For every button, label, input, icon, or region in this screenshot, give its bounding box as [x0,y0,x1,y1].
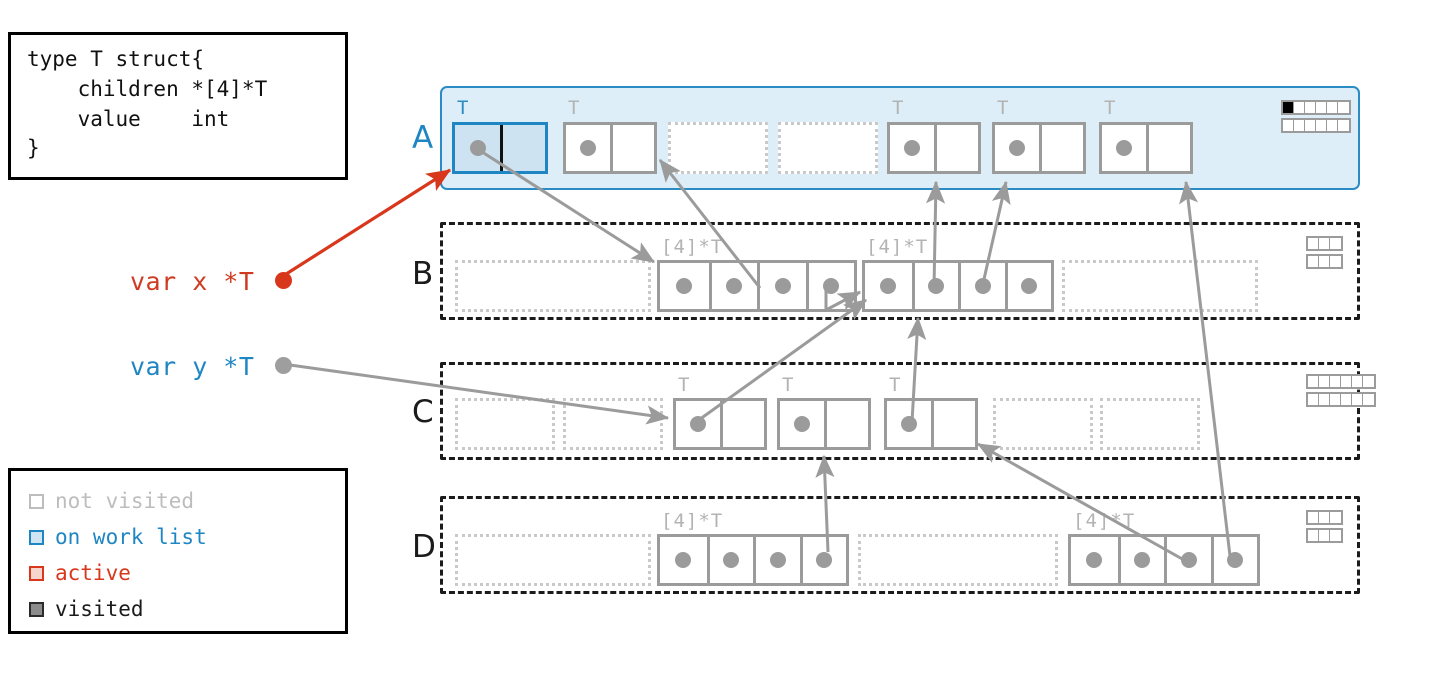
pointer-dot [901,416,917,432]
pointer-dot [794,416,810,432]
type-label-c-2: T [678,374,691,396]
variable-label-y: var y *T [130,352,255,381]
pointer-dot [675,552,692,568]
swatch-active-icon [29,565,44,581]
struct-definition-code: type T struct{ children *[4]*T value int… [27,47,268,161]
bitmap-grid-a-icon [1281,100,1351,133]
pointer-dot [1116,140,1132,156]
swatch-not-visited-icon [29,493,44,509]
legend-label-visited: visited [55,597,144,621]
legend-label-not-visited: not visited [55,489,195,513]
object-c-1-free [563,398,663,450]
pointer-dot [769,552,786,568]
variable-pointer-dot-x [275,272,292,289]
type-label-a-5: T [997,97,1010,119]
variable-pointer-dot-y [275,357,292,374]
pointer-dot [1021,278,1038,294]
type-label-a-1: T [568,97,581,119]
pointer-dot [880,278,897,294]
object-c-2[interactable] [673,398,767,450]
pointer-dot [823,278,840,294]
type-label-d-1: [4]*T [661,510,724,532]
legend-item-active: active [29,555,345,591]
object-b-0-free [455,260,651,312]
object-a-1[interactable] [563,122,657,174]
region-label-b: B [412,256,434,292]
pointer-dot [1227,552,1244,568]
object-c-5-free [993,398,1093,450]
swatch-on-work-list-icon [29,529,44,545]
memory-region-d [440,496,1360,594]
object-d-2-free [858,534,1058,586]
type-label-a-6: T [1104,97,1117,119]
type-label-b-1: [4]*T [661,236,724,258]
type-label-a-0: T [457,97,470,119]
type-label-c-3: T [782,374,795,396]
pointer-dot [723,552,740,568]
legend-label-active: active [55,561,131,585]
legend-item-not-visited: not visited [29,483,345,519]
object-a-3-free [778,122,878,174]
legend-item-on-work-list: on work list [29,519,345,555]
pointer-dot [774,278,791,294]
pointer-dot [676,278,693,294]
object-d-0-free [455,534,651,586]
pointer-dot [974,278,991,294]
object-c-0-free [455,398,555,450]
pointer-dot [469,140,486,156]
object-d-3[interactable] [1068,534,1260,586]
bitmap-grid-b-icon [1306,236,1343,269]
type-label-d-3: [4]*T [1073,510,1136,532]
region-label-d: D [412,529,436,565]
pointer-dot [726,278,743,294]
pointer-dot [690,416,706,432]
object-b-1[interactable] [657,260,857,312]
object-a-2-free [668,122,768,174]
object-b-2[interactable] [862,260,1054,312]
pointer-dot [904,140,920,156]
swatch-visited-icon [29,601,44,617]
object-a-4[interactable] [887,122,981,174]
region-label-a: A [412,120,434,156]
pointer-dot [1009,140,1025,156]
pointer-dot [928,278,945,294]
pointer-dot [1180,552,1197,568]
type-label-b-2: [4]*T [866,236,929,258]
pointer-dot [580,140,596,156]
variable-label-x: var x *T [130,267,255,296]
object-c-6-free [1100,398,1200,450]
struct-definition-box: type T struct{ children *[4]*T value int… [8,32,348,180]
type-label-c-4: T [889,374,902,396]
legend-item-visited: visited [29,591,345,627]
pointer-dot [1134,552,1151,568]
legend-box: not visited on work list active visited [8,468,348,634]
type-label-a-4: T [892,97,905,119]
pointer-dot [1086,552,1103,568]
object-c-3[interactable] [777,398,871,450]
region-label-c: C [412,394,434,430]
bitmap-grid-d-icon [1306,510,1343,543]
object-c-4[interactable] [884,398,978,450]
object-a-6[interactable] [1099,122,1193,174]
pointer-dot [816,552,833,568]
object-a-5[interactable] [992,122,1086,174]
bitmap-grid-c-icon [1306,374,1376,407]
object-a-0-worklist[interactable] [452,122,548,174]
legend-label-on-work-list: on work list [55,525,207,549]
object-b-3-free [1062,260,1258,312]
object-d-1[interactable] [657,534,849,586]
